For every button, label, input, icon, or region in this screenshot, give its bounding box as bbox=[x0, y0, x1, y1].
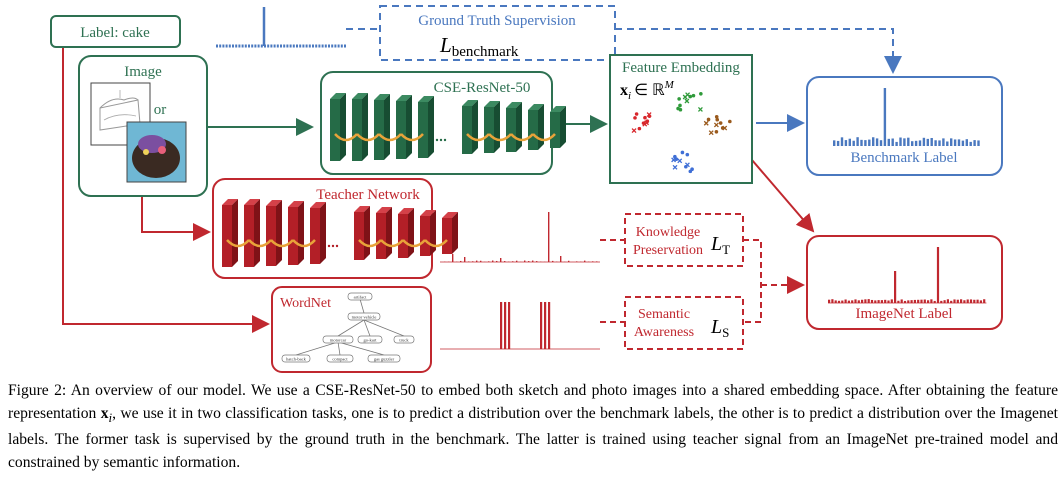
backbone-layers bbox=[330, 93, 566, 161]
feature-embedding-title: Feature Embedding bbox=[622, 60, 740, 76]
image-box-title: Image bbox=[124, 64, 162, 80]
backbone-title: CSE-ResNet-50 bbox=[434, 80, 531, 96]
embedding-clusters bbox=[631, 91, 732, 174]
benchmark-label-text: Benchmark Label bbox=[850, 150, 957, 166]
wordnet-box bbox=[271, 286, 432, 373]
arrow-label-to-wordnet bbox=[62, 47, 270, 333]
gt-dashed-arrow-to-benchmark bbox=[615, 28, 902, 74]
svg-text:hatch-back: hatch-back bbox=[286, 357, 306, 362]
semantic-line2: Awareness bbox=[634, 325, 694, 340]
teacher-layers bbox=[222, 199, 458, 267]
knowledge-loss-box bbox=[624, 213, 744, 267]
semantic-output-distribution bbox=[440, 302, 600, 350]
benchmark-label-distribution bbox=[833, 88, 980, 146]
semantic-loss-box bbox=[624, 296, 744, 350]
teacher-output-distribution bbox=[440, 212, 600, 263]
svg-text:truck: truck bbox=[399, 338, 409, 343]
semantic-line1: Semantic bbox=[638, 307, 690, 322]
svg-text:gas guzzler: gas guzzler bbox=[374, 357, 395, 362]
gt-supervision-box bbox=[379, 5, 616, 61]
label-box bbox=[50, 15, 181, 48]
semantic-loss: LS bbox=[710, 316, 729, 340]
model-overview-diagram: Label: cake Image or CSE-ResNet-50 Teach… bbox=[50, 5, 1003, 373]
knowledge-line2: Preservation bbox=[633, 243, 703, 258]
photo-image bbox=[126, 121, 187, 183]
imagenet-label-distribution bbox=[828, 247, 987, 304]
arrow-image-to-teacher bbox=[141, 196, 211, 241]
caption-figure-label: Figure 2: bbox=[8, 382, 67, 399]
benchmark-label-box bbox=[806, 76, 1003, 176]
svg-text:compact: compact bbox=[332, 357, 348, 362]
image-or-text: or bbox=[154, 102, 167, 118]
figure-caption: Figure 2: An overview of our model. We u… bbox=[8, 380, 1058, 474]
gt-loss: Lbenchmark bbox=[439, 33, 519, 60]
wordnet-title: WordNet bbox=[280, 296, 331, 311]
label-one-hot-plot bbox=[216, 7, 346, 48]
arrow-feature-to-imagenet bbox=[751, 159, 815, 233]
wordnet-nodes: artifact motor vehicle motorcar go-kart … bbox=[281, 292, 415, 363]
label-box-text: Label: cake bbox=[80, 25, 150, 41]
caption-math-i: i bbox=[108, 409, 113, 425]
caption-part1: An overview of our model. We use a CSE-R… bbox=[8, 382, 1058, 422]
losses-dashed-arrow-to-imagenet bbox=[743, 239, 762, 323]
teacher-title: Teacher Network bbox=[316, 187, 420, 203]
imagenet-label-box bbox=[806, 235, 1003, 330]
wordnet-tree bbox=[295, 298, 405, 356]
knowledge-line1: Knowledge bbox=[636, 225, 701, 240]
sketch-image bbox=[90, 82, 151, 146]
svg-text:go-kart: go-kart bbox=[364, 338, 378, 343]
imagenet-label-text: ImageNet Label bbox=[855, 306, 952, 322]
svg-text:motorcar: motorcar bbox=[330, 338, 347, 343]
caption-part2: , we use it in two classification tasks,… bbox=[8, 404, 1058, 471]
feature-embedding-math: xi∈ ℝM bbox=[620, 79, 675, 102]
caption-math-x: x bbox=[100, 404, 109, 422]
gt-supervision-title: Ground Truth Supervision bbox=[418, 13, 576, 29]
knowledge-loss: LT bbox=[710, 233, 730, 257]
svg-text:motor vehicle: motor vehicle bbox=[352, 315, 377, 320]
svg-text:artifact: artifact bbox=[354, 295, 367, 300]
